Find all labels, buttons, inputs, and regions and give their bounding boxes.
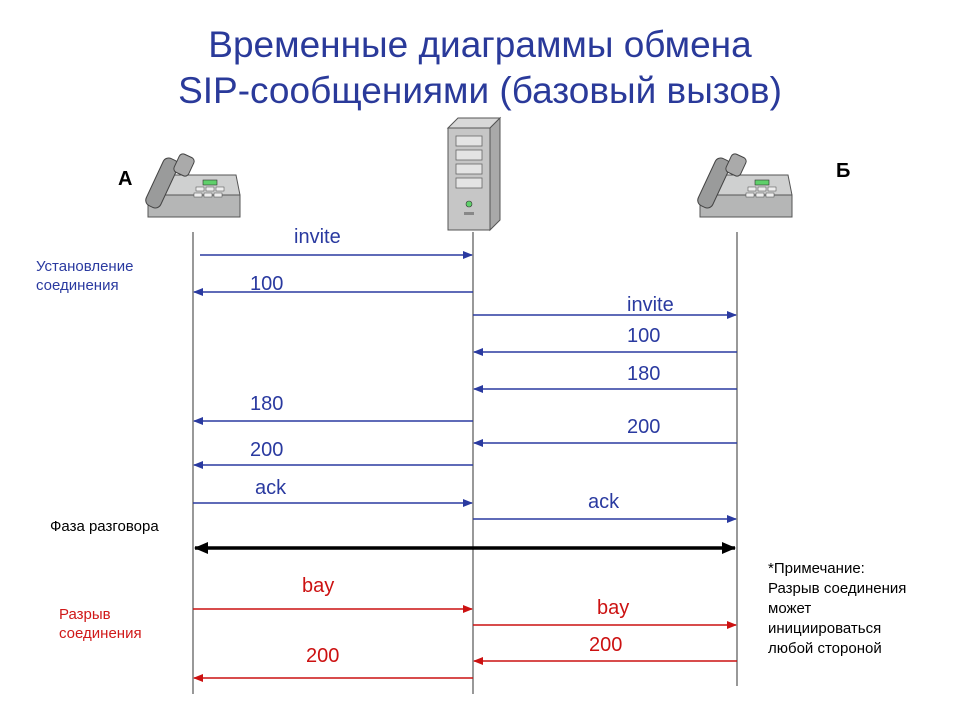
message-label: 200 [589,634,623,656]
message-label: 200 [250,439,284,461]
title-line-2: SIP-сообщениями (базовый вызов) [178,70,782,111]
message-label: 100 [627,325,661,347]
message-label: 180 [250,393,284,415]
phase-release-label: Разрыв соединения [59,606,142,642]
message-label: bay [597,597,630,619]
telephone-icon [697,153,793,218]
message-label: 200 [306,645,340,667]
message-label: 200 [627,416,661,438]
party-a-label: А [118,168,133,190]
message-label: invite [627,294,674,316]
telephone-icon [145,153,241,218]
message-label: ack [588,491,620,513]
phase-setup-label: Установление соединения [36,258,134,294]
message-label: ack [255,477,287,499]
party-b-label: Б [836,160,851,182]
message-label: 100 [250,273,284,295]
note-text: *Примечание: Разрыв соединения может ини… [768,560,907,657]
message-label: bay [302,575,335,597]
server-icon [446,116,502,232]
message-label: 180 [627,363,661,385]
phase-talk-label: Фаза разговора [50,518,159,535]
message-label: invite [294,226,341,248]
page-title: Временные диаграммы обмена SIP-сообщения… [0,22,960,114]
title-line-1: Временные диаграммы обмена [208,24,752,65]
